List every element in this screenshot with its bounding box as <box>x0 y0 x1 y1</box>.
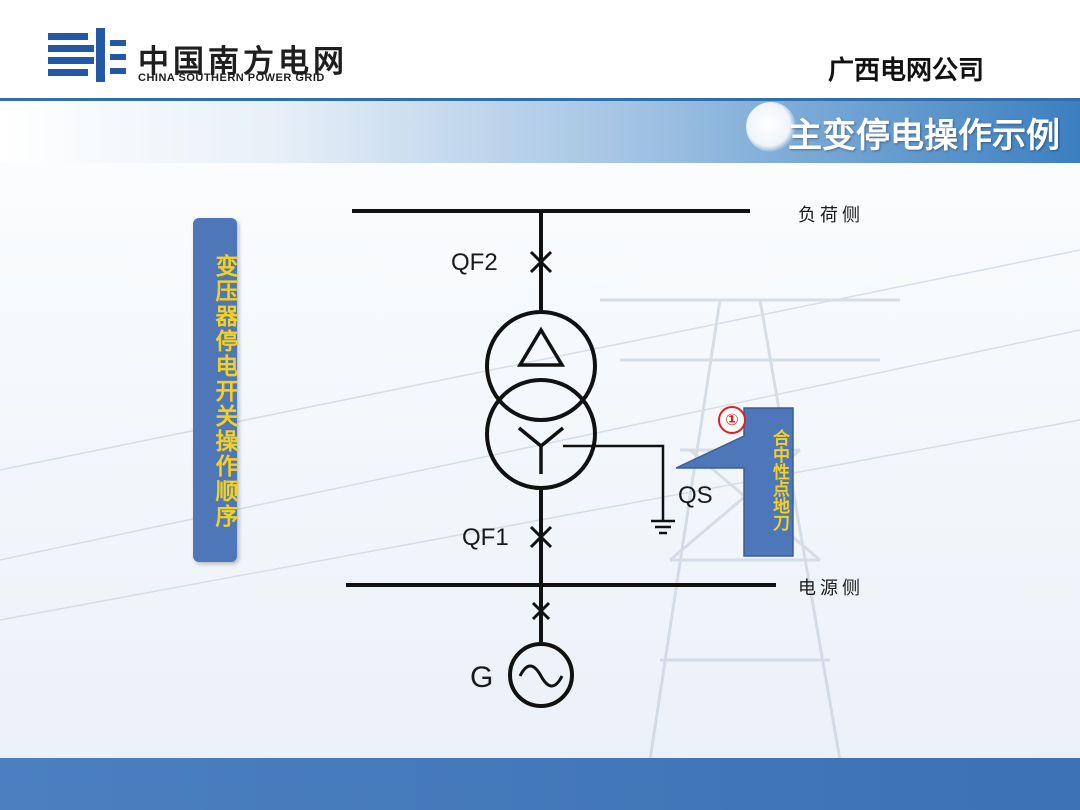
slide-title: 主变停电操作示例 <box>788 116 1060 156</box>
ac-wave-icon <box>518 664 564 688</box>
breaker-qf1-label: QF1 <box>462 524 509 551</box>
side-label-box <box>193 218 237 562</box>
generator-symbol <box>508 642 574 708</box>
csg-logo-icon <box>48 28 126 82</box>
ground-switch-label: QS <box>678 482 713 509</box>
title-bullet-icon <box>746 102 796 152</box>
breaker-generator-mark <box>531 601 551 621</box>
breaker-qf1-mark <box>529 525 553 549</box>
callout-box <box>675 407 794 557</box>
header <box>0 0 1080 98</box>
callout-step-badge: ① <box>718 406 746 434</box>
title-band <box>0 98 1080 163</box>
footer-band <box>0 758 1080 810</box>
load-side-label: 负荷侧 <box>798 205 864 226</box>
logo-chinese-name: 中国南方电网 <box>138 44 348 80</box>
logo-english-name: CHINA SOUTHERN POWER GRID <box>138 72 325 84</box>
side-label-text: 变压器停电开关操作顺序 <box>211 253 237 529</box>
wye-symbol-icon <box>517 426 565 474</box>
generator-label: G <box>470 661 493 694</box>
breaker-qf2-mark <box>529 250 553 274</box>
source-side-label: 电源侧 <box>798 578 864 599</box>
callout-text: 合中性点地刀 <box>769 429 789 531</box>
ground-icon <box>651 519 675 535</box>
breaker-qf2-label: QF2 <box>451 249 498 276</box>
transformer-wye-winding <box>485 378 597 490</box>
company-name: 广西电网公司 <box>827 56 984 86</box>
delta-symbol-icon <box>516 326 566 367</box>
neutral-conductor <box>563 444 665 478</box>
transformer-delta-winding <box>485 310 597 422</box>
